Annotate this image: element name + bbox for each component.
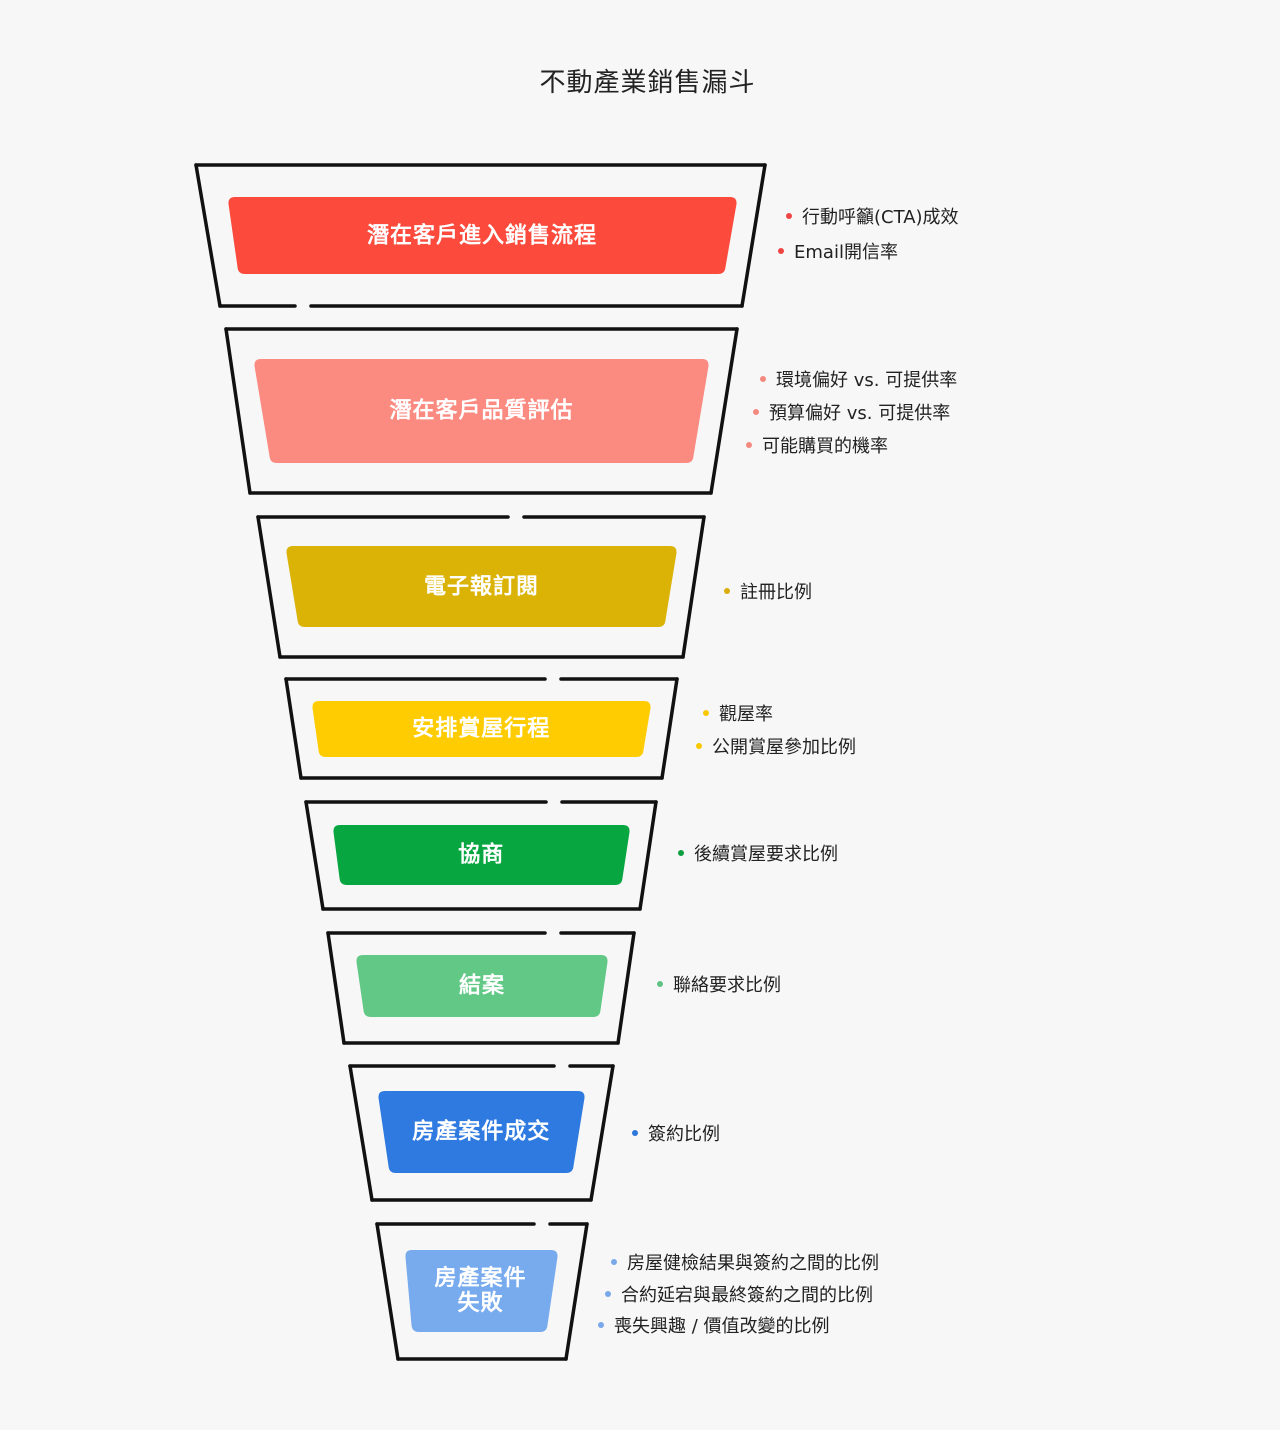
- metric-item: 預算偏好 vs. 可提供率: [753, 403, 950, 425]
- metric-item: 行動呼籲(CTA)成效: [786, 207, 959, 229]
- stage-label: 電子報訂閱: [423, 574, 540, 599]
- bullet-dot-icon: [678, 850, 684, 856]
- funnel-outline-sides: [194, 163, 767, 308]
- bullet-dot-icon: [703, 710, 709, 716]
- bullet-dot-icon: [632, 1130, 638, 1136]
- stage-label: 潛在客戶進入銷售流程: [366, 223, 598, 248]
- funnel-band: [333, 825, 630, 885]
- metric-text: 公開賞屋參加比例: [712, 737, 856, 758]
- metric-text: 房屋健檢結果與簽約之間的比例: [627, 1253, 879, 1274]
- metric-text: 聯絡要求比例: [673, 975, 781, 996]
- stage-label: 房產案件 失敗: [434, 1266, 527, 1316]
- bullet-dot-icon: [605, 1291, 611, 1297]
- stage-label: 結案: [458, 973, 506, 999]
- metric-item: 環境偏好 vs. 可提供率: [760, 370, 957, 392]
- funnel-stage-3: [256, 515, 706, 659]
- funnel-stage-4: [284, 677, 679, 780]
- bullet-dot-icon: [724, 588, 730, 594]
- bullet-dot-icon: [657, 981, 663, 987]
- metric-item: 後續賞屋要求比例: [678, 844, 838, 866]
- bullet-dot-icon: [786, 213, 792, 219]
- page-title: 不動產業銷售漏斗: [539, 68, 756, 98]
- stage-label: 安排賞屋行程: [412, 716, 551, 742]
- metric-item: 註冊比例: [724, 582, 812, 604]
- metric-item: 簽約比例: [632, 1124, 720, 1146]
- funnel-band: [286, 546, 677, 627]
- metric-text: 可能購買的機率: [762, 436, 888, 457]
- funnel-outline-sides: [284, 677, 679, 780]
- metric-item: 喪失興趣 / 價值改變的比例: [598, 1316, 830, 1338]
- funnel-band: [356, 955, 608, 1017]
- metric-item: 可能購買的機率: [746, 436, 888, 458]
- metric-text: 觀屋率: [719, 704, 773, 725]
- metric-text: 喪失興趣 / 價值改變的比例: [614, 1316, 830, 1337]
- metric-text: 環境偏好 vs. 可提供率: [776, 370, 958, 391]
- metric-text: Email開信率: [794, 242, 898, 263]
- bullet-dot-icon: [746, 442, 752, 448]
- funnel-stage-5: [304, 800, 658, 911]
- bullet-dot-icon: [696, 743, 702, 749]
- stage-label: 房產案件成交: [412, 1119, 551, 1145]
- funnel-stage-8: [375, 1222, 589, 1361]
- metric-text: 註冊比例: [740, 582, 812, 603]
- funnel-outline-sides: [326, 931, 636, 1045]
- metric-item: Email開信率: [778, 242, 898, 264]
- metric-text: 行動呼籲(CTA)成效: [802, 207, 959, 228]
- metric-text: 簽約比例: [648, 1124, 720, 1145]
- metric-item: 公開賞屋參加比例: [696, 737, 856, 759]
- funnel-stage-1: [194, 163, 767, 308]
- bullet-dot-icon: [598, 1322, 604, 1328]
- metric-text: 合約延宕與最終簽約之間的比例: [621, 1285, 873, 1306]
- funnel-outline-sides: [375, 1222, 589, 1361]
- metric-item: 聯絡要求比例: [657, 975, 781, 997]
- bullet-dot-icon: [778, 248, 784, 254]
- stage-label: 協商: [458, 842, 505, 868]
- bullet-dot-icon: [753, 409, 759, 415]
- funnel-stage-6: [326, 931, 636, 1045]
- funnel-stage-2: [224, 327, 739, 495]
- funnel-band: [228, 197, 737, 274]
- funnel-band: [254, 359, 709, 463]
- metric-item: 合約延宕與最終簽約之間的比例: [605, 1285, 873, 1307]
- funnel-band: [378, 1091, 585, 1173]
- funnel-outline-sides: [348, 1064, 615, 1202]
- funnel-band: [312, 701, 651, 757]
- funnel-outline-sides: [256, 515, 706, 659]
- funnel-stage-7: [348, 1064, 615, 1202]
- funnel-band: [405, 1250, 558, 1332]
- metric-text: 預算偏好 vs. 可提供率: [769, 403, 951, 424]
- bullet-dot-icon: [760, 376, 766, 382]
- metric-item: 房屋健檢結果與簽約之間的比例: [611, 1253, 879, 1275]
- stage-label: 潛在客戶品質評估: [389, 398, 574, 424]
- bullet-dot-icon: [611, 1259, 617, 1265]
- metric-text: 後續賞屋要求比例: [694, 844, 838, 865]
- funnel-outline-sides: [224, 327, 739, 495]
- metric-item: 觀屋率: [703, 704, 773, 726]
- funnel-outline-sides: [304, 800, 658, 911]
